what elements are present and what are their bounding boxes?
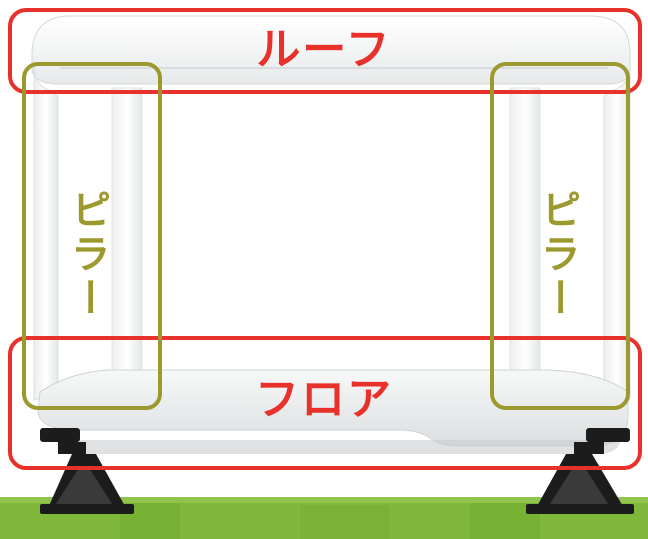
- right-pillar-label: ピラー: [534, 189, 580, 321]
- roof-label: ルーフ: [256, 24, 392, 75]
- floor-label: フロア: [255, 374, 393, 425]
- left-pillar-label: ピラー: [64, 189, 110, 321]
- left-pillar-outline: [22, 62, 162, 410]
- right-stand: [526, 428, 634, 514]
- right-pillar: [603, 65, 631, 401]
- right-pillar-outline: [490, 62, 630, 410]
- roof-outline: [8, 8, 642, 94]
- floor-outline: [8, 336, 642, 470]
